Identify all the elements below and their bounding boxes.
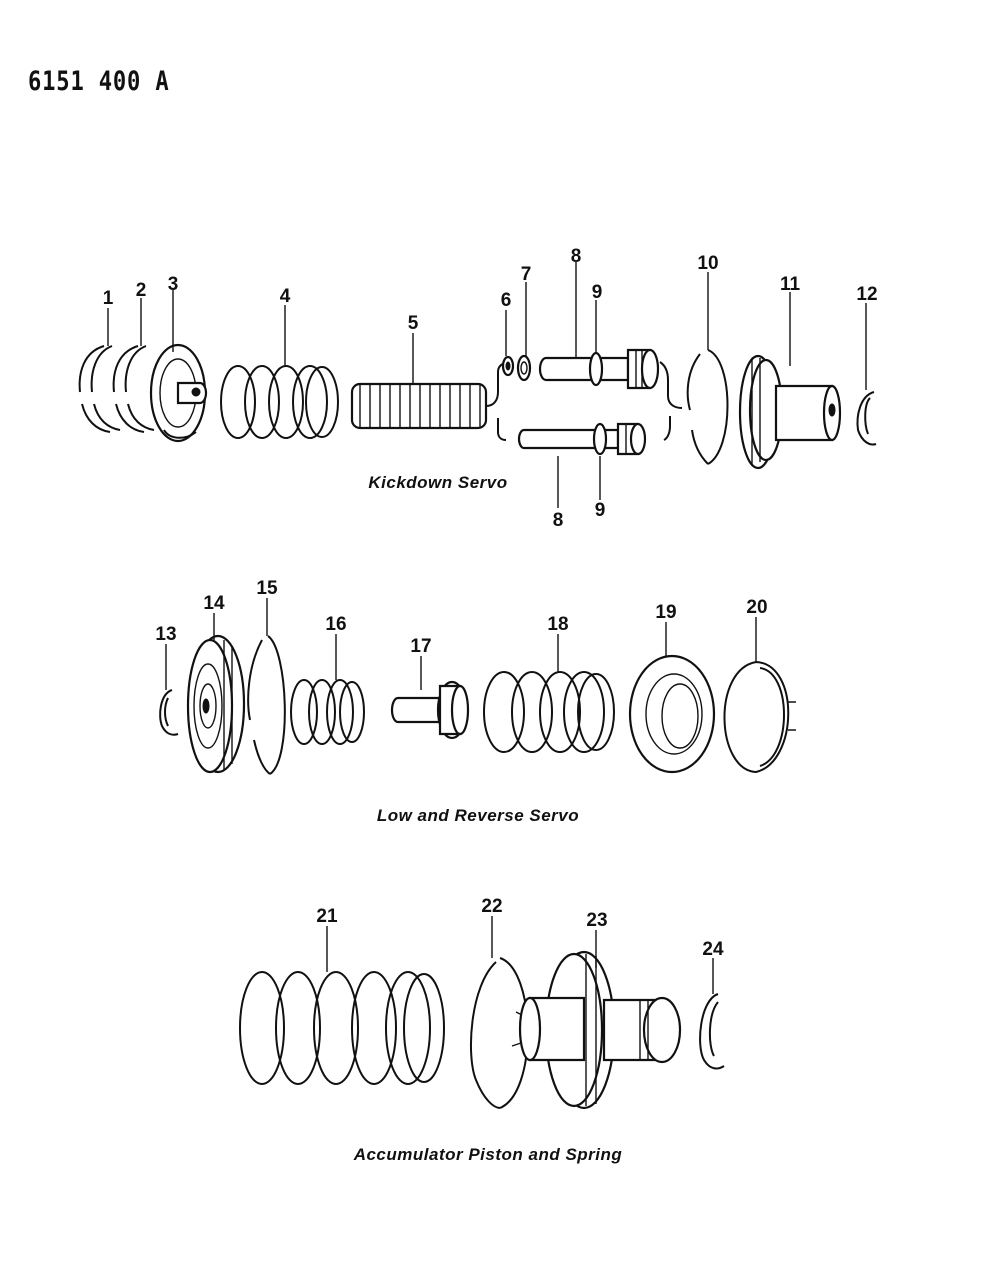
diagram-code: 6151 400 A <box>28 66 170 97</box>
part-6-washer[interactable] <box>501 355 515 377</box>
callout-15: 15 <box>256 578 278 599</box>
callout-2: 2 <box>136 280 147 301</box>
part-14-piston[interactable] <box>186 634 246 774</box>
part-19-retainer[interactable] <box>628 654 716 774</box>
callout-8-upper: 8 <box>571 246 582 267</box>
part-23-piston[interactable] <box>518 950 682 1110</box>
part-1-snap-ring[interactable] <box>78 345 121 433</box>
part-3-piston[interactable] <box>149 343 208 443</box>
part-16-spring[interactable] <box>290 679 365 745</box>
part-15-seal-ring[interactable] <box>247 635 286 775</box>
callout-12: 12 <box>856 284 877 305</box>
part-7-o-ring[interactable] <box>516 354 532 382</box>
caption-accumulator-piston-spring: Accumulator Piston and Spring <box>353 1145 623 1164</box>
part-12-snap-ring[interactable] <box>856 391 877 446</box>
callout-7: 7 <box>521 264 532 285</box>
callout-21: 21 <box>316 906 338 927</box>
part-21-spring[interactable] <box>239 971 445 1085</box>
callout-18: 18 <box>547 614 568 635</box>
low-reverse-servo-group <box>159 598 796 775</box>
part-5-spring[interactable] <box>350 382 488 430</box>
caption-kickdown-servo: Kickdown Servo <box>368 473 507 492</box>
part-4-spring[interactable] <box>220 365 339 439</box>
callout-4: 4 <box>280 286 291 307</box>
part-17-rod[interactable] <box>390 680 470 740</box>
callout-16: 16 <box>325 614 346 635</box>
part-10-seal-ring[interactable] <box>686 349 729 465</box>
callout-19: 19 <box>655 602 676 623</box>
part-18-spring[interactable] <box>483 671 615 753</box>
callout-3: 3 <box>168 274 179 295</box>
brace-right <box>659 361 683 441</box>
part-8-rod-lower[interactable] <box>517 422 647 456</box>
callout-8-lower: 8 <box>553 510 564 531</box>
accumulator-group <box>239 916 725 1110</box>
part-24-snap-ring[interactable] <box>699 993 725 1070</box>
callout-5: 5 <box>408 313 419 334</box>
caption-low-reverse-servo: Low and Reverse Servo <box>377 806 579 825</box>
callout-24: 24 <box>702 939 724 960</box>
part-20-seal-ring[interactable] <box>723 661 796 774</box>
part-8-rod-upper[interactable] <box>538 348 660 390</box>
callout-23: 23 <box>586 910 607 931</box>
callout-17: 17 <box>410 636 431 657</box>
callout-11: 11 <box>780 274 801 295</box>
callout-22: 22 <box>481 896 502 917</box>
part-13-snap-ring[interactable] <box>159 689 179 736</box>
brace-left <box>485 361 507 441</box>
callout-10: 10 <box>697 253 718 274</box>
part-2-snap-ring[interactable] <box>112 345 155 433</box>
callout-6: 6 <box>501 290 512 311</box>
callout-1: 1 <box>103 288 114 309</box>
callout-9-lower: 9 <box>595 500 606 521</box>
callout-20: 20 <box>746 597 767 618</box>
kickdown-servo-group <box>78 262 877 508</box>
callout-9-upper: 9 <box>592 282 603 303</box>
callout-14: 14 <box>203 593 225 614</box>
callout-13: 13 <box>155 624 176 645</box>
part-11-piston[interactable] <box>738 354 842 470</box>
